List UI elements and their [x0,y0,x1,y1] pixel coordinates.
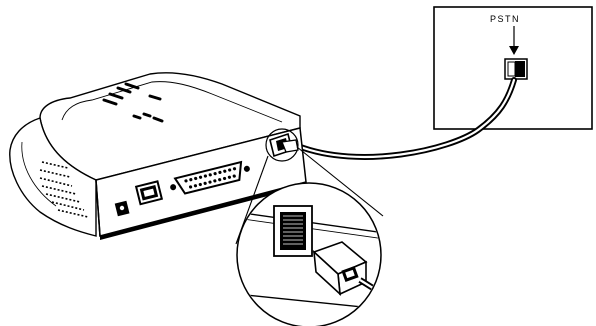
status-leds [102,82,164,123]
modem-line-jack [265,128,299,162]
modem-device [9,72,307,240]
pstn-label: PSTN [490,14,520,24]
zoomed-rj11-plug [312,241,380,303]
data-port [134,180,164,206]
wall-panel: PSTN [433,6,593,130]
power-jack [114,200,130,217]
vent-slots [39,161,89,218]
wall-phone-socket [504,58,528,80]
db25-connector [170,160,250,195]
phone-cable [295,77,517,160]
arrow-down-icon [509,26,519,55]
zoomed-line-jack [273,205,313,257]
zoom-detail [236,182,382,326]
